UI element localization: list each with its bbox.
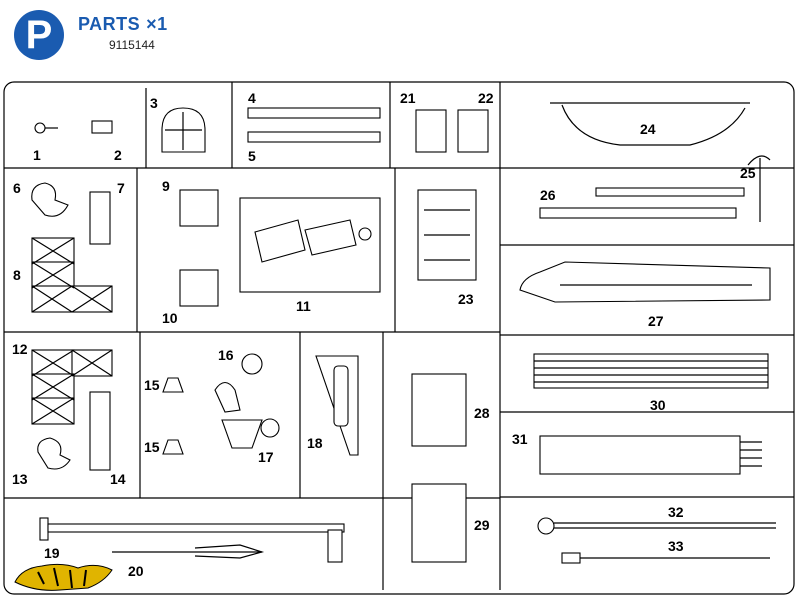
label-33: 33 (668, 538, 684, 554)
part-15-lower (162, 439, 184, 455)
part-18 (315, 355, 359, 456)
label-22: 22 (478, 90, 494, 106)
part-8 (31, 237, 113, 313)
label-31: 31 (512, 431, 528, 447)
part-13 (37, 437, 71, 470)
label-6: 6 (13, 180, 21, 196)
part-labels: 1 2 3 4 5 6 7 8 9 10 11 12 13 14 15 15 1… (12, 90, 756, 579)
label-5: 5 (248, 148, 256, 164)
part-1 (34, 122, 58, 134)
part-29 (411, 483, 467, 563)
part-11 (239, 197, 381, 293)
label-23: 23 (458, 291, 474, 307)
label-15-lower: 15 (144, 439, 160, 455)
part-24 (550, 102, 750, 146)
label-3: 3 (150, 95, 158, 111)
part-9 (179, 189, 219, 227)
label-25: 25 (740, 165, 756, 181)
label-32: 32 (668, 504, 684, 520)
label-30: 30 (650, 397, 666, 413)
part-14 (89, 391, 111, 471)
label-12: 12 (12, 341, 28, 357)
part-4 (247, 107, 381, 119)
part-27 (519, 261, 771, 303)
tiger-logo (14, 563, 113, 591)
label-13: 13 (12, 471, 28, 487)
label-28: 28 (474, 405, 490, 421)
label-16: 16 (218, 347, 234, 363)
part-16 (241, 353, 263, 375)
part-5 (247, 131, 381, 143)
part-2 (91, 120, 113, 134)
label-19: 19 (44, 545, 60, 561)
part-21 (415, 109, 447, 153)
part-7 (89, 191, 111, 245)
part-31 (539, 435, 762, 475)
label-7: 7 (117, 180, 125, 196)
sprue-letter-badge: P (14, 10, 64, 60)
label-15-upper: 15 (144, 377, 160, 393)
part-15-upper (162, 377, 184, 393)
sheet-header: P PARTS×1 9115144 (0, 0, 800, 70)
label-18: 18 (307, 435, 323, 451)
label-27: 27 (648, 313, 664, 329)
part-17 (214, 381, 280, 449)
part-10 (179, 269, 219, 307)
label-21: 21 (400, 90, 416, 106)
label-4: 4 (248, 90, 256, 106)
label-9: 9 (162, 178, 170, 194)
part-26 (539, 187, 745, 219)
parts-label: PARTS (78, 14, 141, 34)
part-6 (31, 182, 69, 217)
label-2: 2 (114, 147, 122, 163)
part-33 (561, 552, 770, 564)
label-14: 14 (110, 471, 126, 487)
parts-title: PARTS×1 (78, 14, 168, 35)
part-12 (31, 349, 113, 425)
label-24: 24 (640, 121, 656, 137)
part-30 (533, 353, 769, 389)
parts-quantity: ×1 (146, 14, 168, 34)
label-17: 17 (258, 449, 274, 465)
label-26: 26 (540, 187, 556, 203)
part-number: 9115144 (109, 38, 155, 52)
part-19 (39, 517, 345, 563)
label-8: 8 (13, 267, 21, 283)
part-32 (537, 517, 776, 535)
label-1: 1 (33, 147, 41, 163)
part-23 (417, 189, 477, 281)
label-11: 11 (296, 298, 311, 314)
sprue-frame (3, 81, 795, 595)
label-20: 20 (128, 563, 144, 579)
part-22 (457, 109, 489, 153)
part-20 (112, 544, 265, 559)
part-25 (747, 155, 771, 222)
part-28 (411, 373, 467, 447)
part-3 (161, 107, 206, 153)
label-29: 29 (474, 517, 490, 533)
label-10: 10 (162, 310, 178, 326)
